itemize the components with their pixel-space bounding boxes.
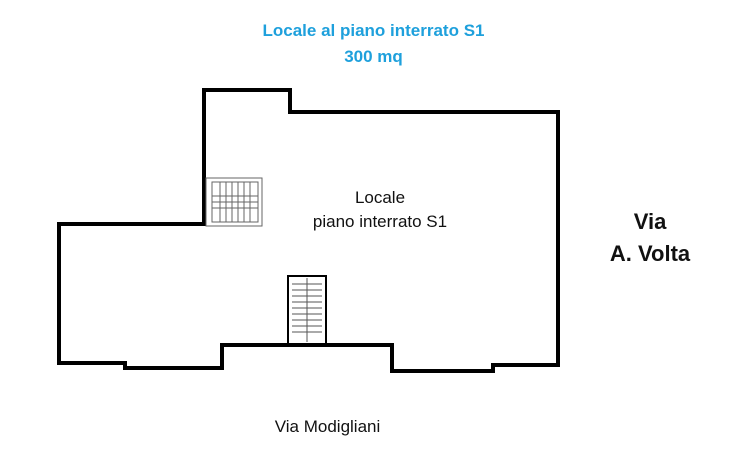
room-label-line-1: Locale (354, 188, 406, 207)
street-label-right: Via A. Volta (595, 206, 705, 270)
title-line-2-area: 300 mq (344, 47, 403, 66)
staircase-top (205, 177, 263, 227)
staircase-center (287, 275, 327, 345)
street-label-bottom: Via Modigliani (274, 417, 381, 436)
room-label-line-2: piano interrato S1 (312, 212, 448, 231)
room-label: Locale piano interrato S1 (280, 186, 480, 234)
title-line-1: Locale al piano interrato S1 (262, 21, 485, 40)
floor-plan-walls (57, 88, 560, 373)
street-right-line-2: A. Volta (609, 241, 691, 266)
street-right-line-1: Via (633, 209, 667, 234)
